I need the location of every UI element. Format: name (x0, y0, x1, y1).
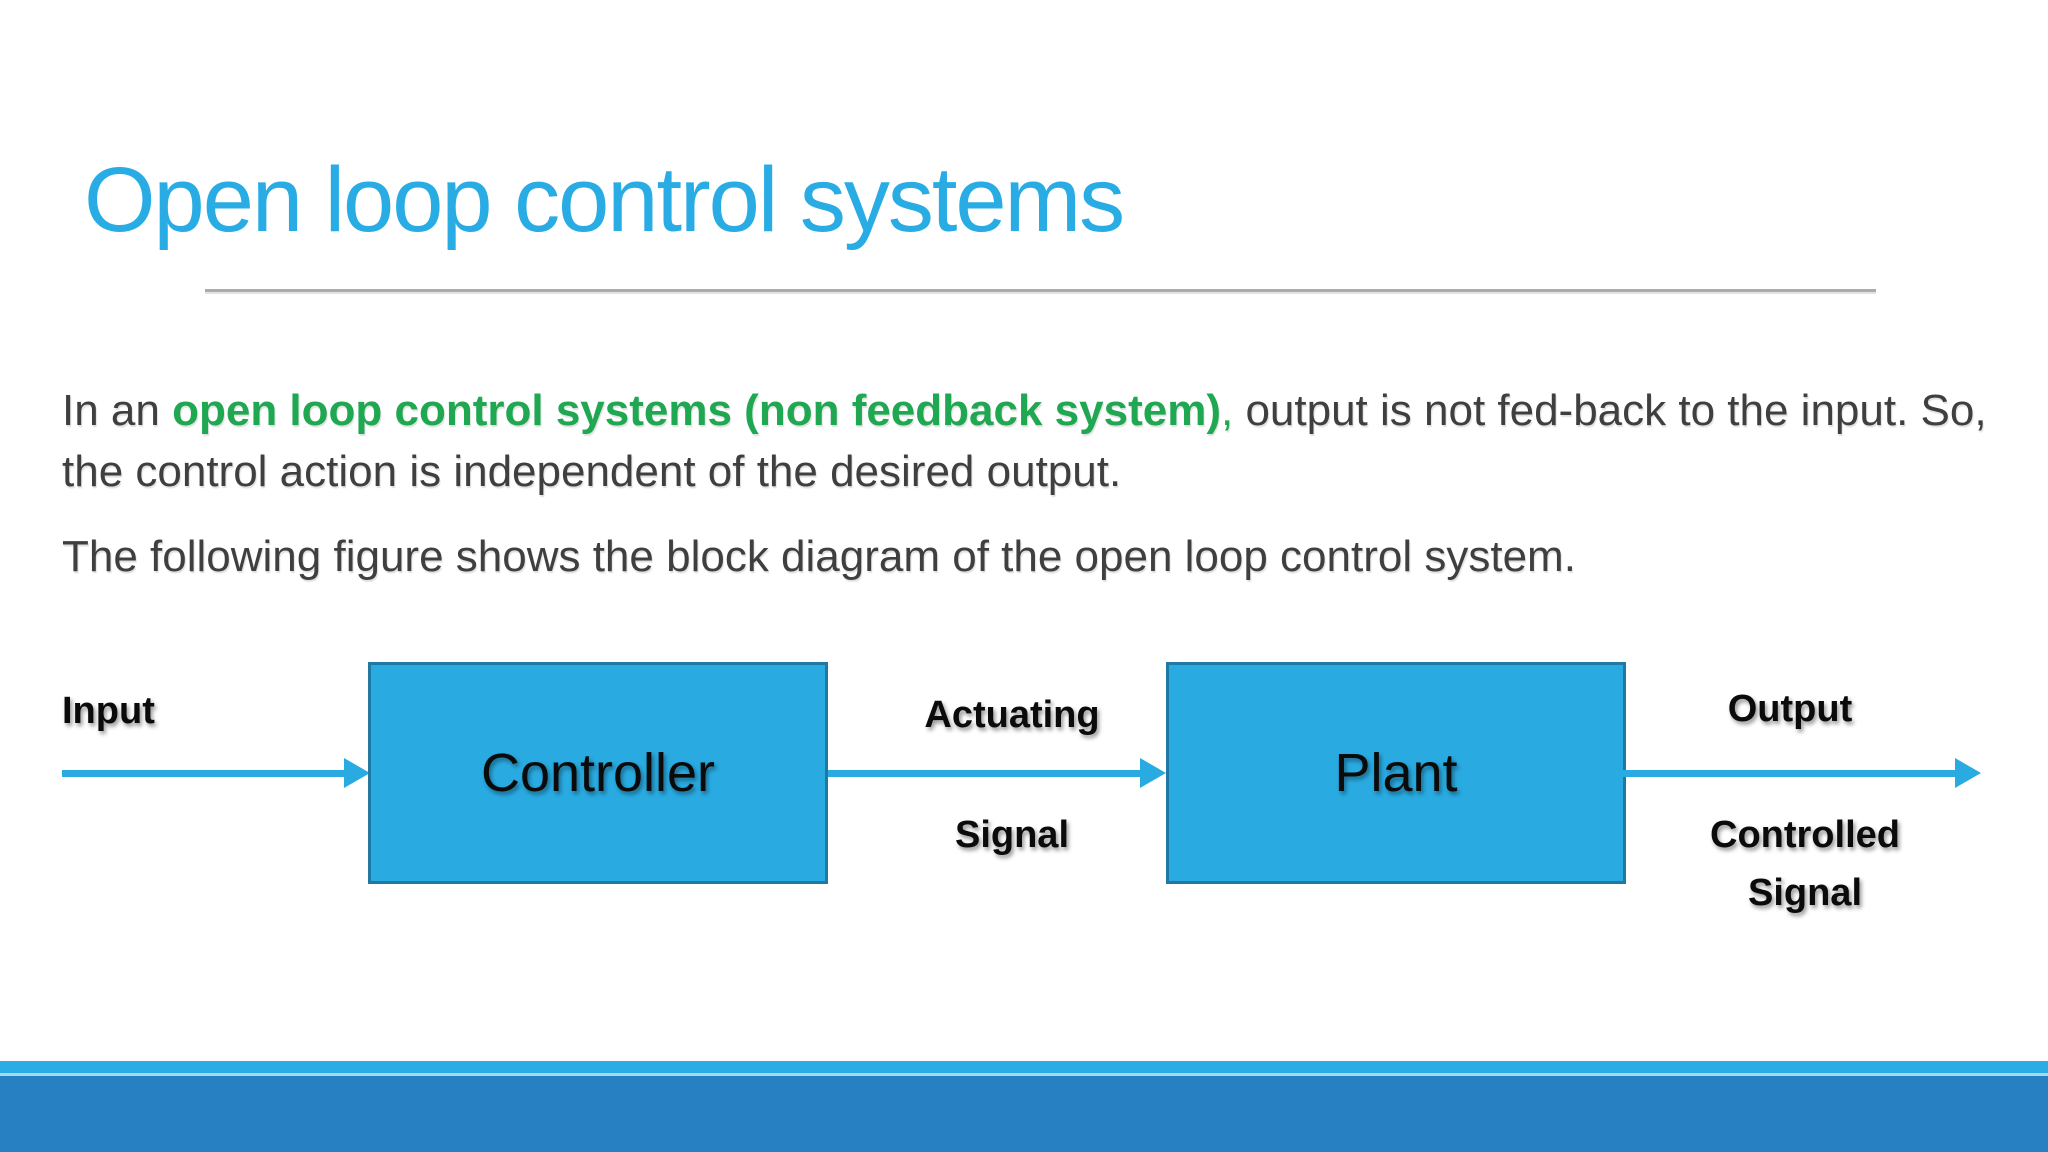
controlled-label: Controlled (1710, 814, 1900, 856)
controller-box: Controller (368, 662, 828, 884)
footer-accent-divider (0, 1073, 2048, 1076)
actuating-signal-label: Signal (954, 814, 1070, 856)
output-label: Output (1727, 688, 1853, 730)
title-underline (205, 289, 1876, 294)
highlight-comma: , (1220, 386, 1234, 435)
footer-accent-strip (0, 1061, 2048, 1073)
controller-box-label: Controller (480, 743, 716, 803)
actuating-arrow-head (1140, 758, 1166, 788)
paragraph-open-loop: In an open loop control systems (non fee… (62, 380, 2012, 502)
paragraph-prefix: In an (62, 386, 173, 435)
input-arrow-head (344, 758, 370, 788)
footer-bar (0, 1076, 2048, 1152)
actuating-arrow-line (828, 770, 1144, 777)
controlled-signal-label: Signal (1747, 872, 1863, 914)
slide-title: Open loop control systems (84, 149, 1125, 251)
plant-box: Plant (1166, 662, 1626, 884)
input-label: Input (62, 690, 155, 732)
paragraph-suffix: output is not fed-back to the input. So,… (62, 386, 1987, 496)
input-arrow-line (62, 770, 350, 777)
output-arrow-head (1955, 758, 1981, 788)
plant-box-label: Plant (1334, 743, 1458, 803)
highlight-open-loop: open loop control systems (non feedback … (172, 386, 1221, 435)
paragraph-figure-intro: The following figure shows the block dia… (62, 532, 1576, 581)
actuating-label: Actuating (924, 694, 1100, 736)
output-arrow-line (1623, 770, 1959, 777)
